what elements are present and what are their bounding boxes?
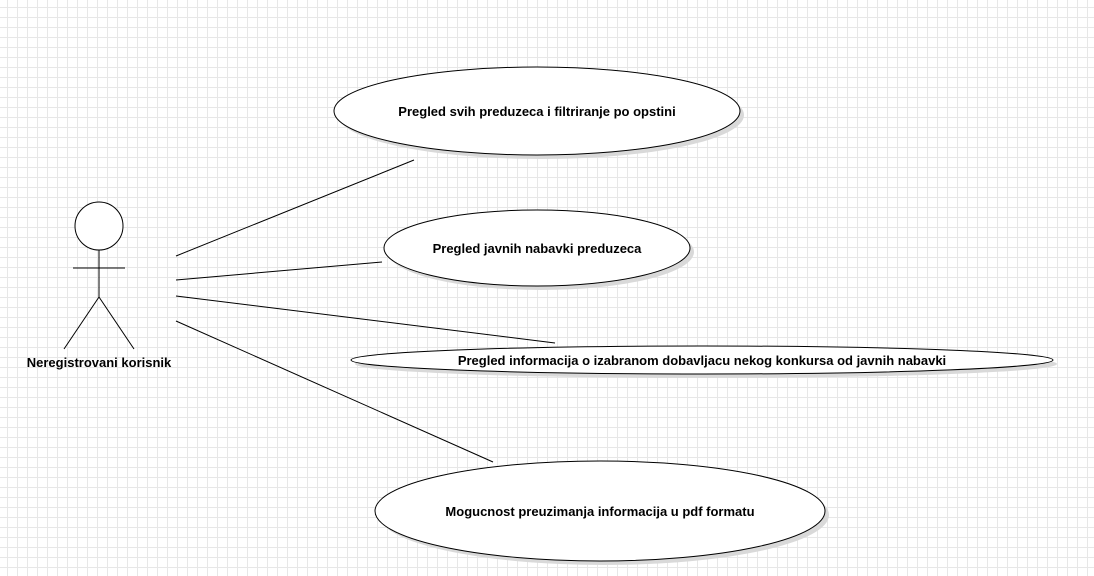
- actor-left-leg: [63, 296, 100, 350]
- use-case-4-label: Mogucnost preuzimanja informacija u pdf …: [445, 504, 754, 519]
- associations: [175, 159, 556, 463]
- use-case-2[interactable]: Pregled javnih nabavki preduzeca: [383, 209, 694, 290]
- use-case-3[interactable]: Pregled informacija o izabranom dobavlja…: [350, 345, 1057, 378]
- association-line-1[interactable]: [175, 159, 415, 257]
- actor-head: [74, 201, 124, 251]
- stick-figure-icon: [63, 201, 135, 350]
- use-case-3-label: Pregled informacija o izabranom dobavlja…: [458, 353, 946, 368]
- use-case-3-ellipse: [350, 345, 1054, 375]
- association-line-3[interactable]: [175, 295, 556, 344]
- use-case-1-label: Pregled svih preduzeca i filtriranje po …: [398, 104, 675, 119]
- association-line-4[interactable]: [175, 320, 494, 463]
- actor-right-leg: [98, 296, 135, 350]
- use-case-2-ellipse: [383, 209, 691, 287]
- use-case-4[interactable]: Mogucnost preuzimanja informacija u pdf …: [374, 460, 829, 565]
- use-case-4-ellipse: [374, 460, 826, 562]
- use-case-2-label: Pregled javnih nabavki preduzeca: [433, 241, 643, 256]
- use-case-1[interactable]: Pregled svih preduzeca i filtriranje po …: [333, 66, 744, 159]
- actor-label: Neregistrovani korisnik: [27, 355, 172, 370]
- association-line-2[interactable]: [175, 261, 383, 281]
- use-case-1-ellipse: [333, 66, 741, 156]
- actor[interactable]: Neregistrovani korisnik: [27, 201, 172, 370]
